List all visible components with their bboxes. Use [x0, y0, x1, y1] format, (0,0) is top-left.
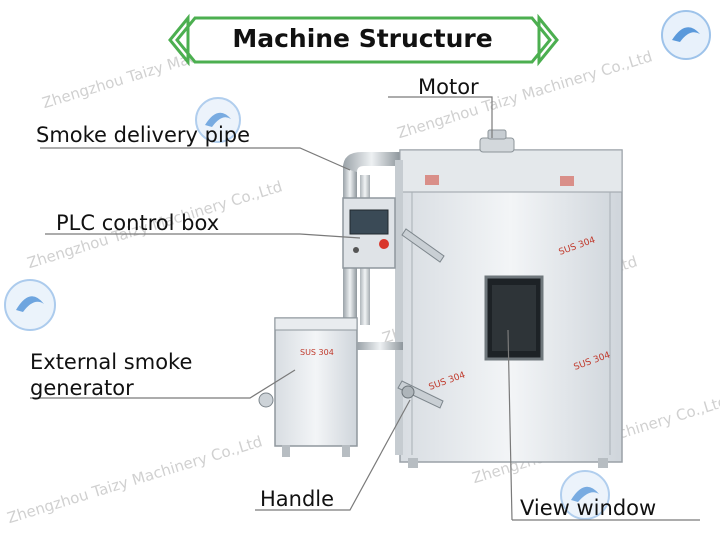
page-title: Machine Structure [232, 24, 493, 53]
label-external-smoke-generator-line2: generator [30, 376, 134, 400]
label-view-window: View window [520, 496, 657, 520]
leader-lines [30, 96, 700, 521]
logo-icon [195, 97, 241, 143]
label-handle: Handle [260, 487, 335, 511]
leader-smoke-generator [30, 369, 296, 399]
logo-icon [661, 10, 711, 60]
leader-motor [388, 96, 493, 138]
title-banner [168, 13, 559, 67]
sus304-stamp: SUS 304 [300, 348, 334, 357]
external-smoke-generator: SUS 304 [258, 317, 403, 457]
label-external-smoke-generator: External smoke [30, 350, 193, 374]
logo-icon [560, 470, 610, 520]
label-motor: Motor [418, 75, 479, 99]
label-smoke-delivery-pipe: Smoke delivery pipe [36, 123, 251, 147]
leader-handle [255, 399, 411, 511]
door-handle [397, 380, 444, 409]
leader-plc [45, 233, 361, 239]
smoker-cabinet: SUS 304 SUS 304 SUS 304 [395, 129, 623, 468]
plc-control-box [342, 197, 396, 269]
leader-smoke-pipe [40, 147, 351, 171]
label-plc-control-box: PLC control box [56, 211, 220, 235]
logo-icon [4, 279, 56, 331]
leader-view-window [507, 329, 513, 521]
